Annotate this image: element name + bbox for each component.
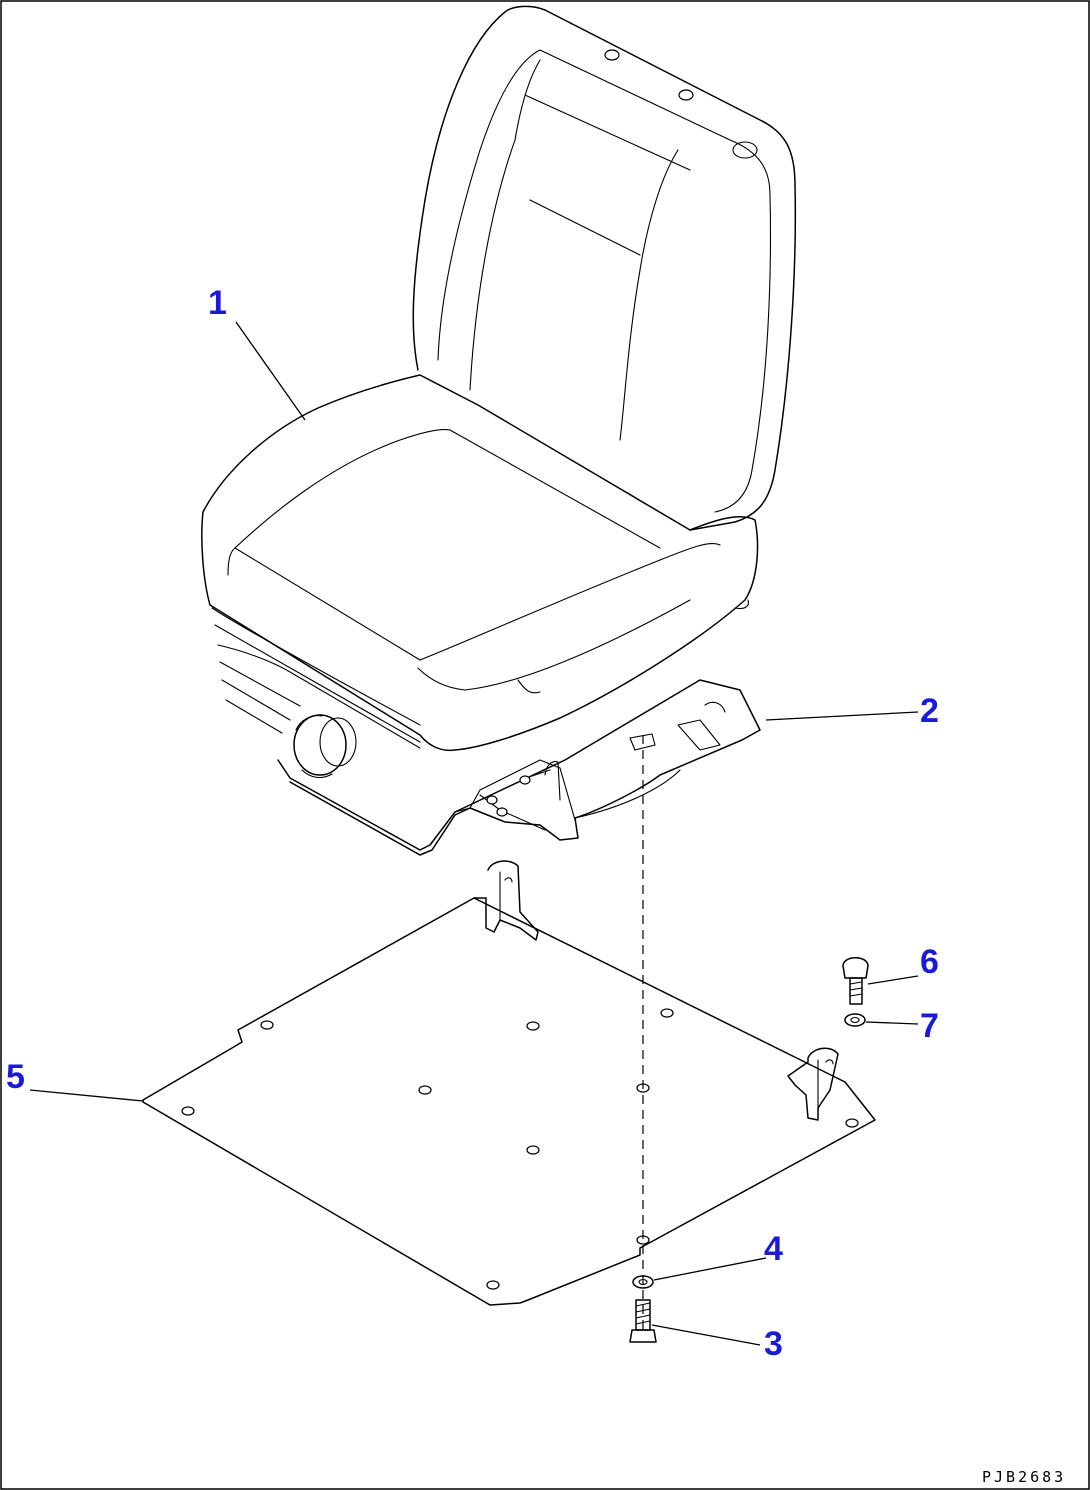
callout-6: 6: [920, 943, 939, 981]
callout-3: 3: [764, 1325, 783, 1363]
callout-1: 1: [208, 284, 227, 322]
callout-2: 2: [920, 692, 939, 730]
fasteners-drawing: [629, 735, 869, 1343]
leader-lines: [29, 321, 919, 1346]
callout-5: 5: [6, 1058, 25, 1096]
drawing-code: PJB2683: [982, 1468, 1066, 1486]
seat-drawing: [201, 5, 797, 856]
mounting-plate-drawing: [142, 860, 876, 1306]
callout-7: 7: [920, 1007, 939, 1045]
callout-4: 4: [764, 1230, 783, 1268]
